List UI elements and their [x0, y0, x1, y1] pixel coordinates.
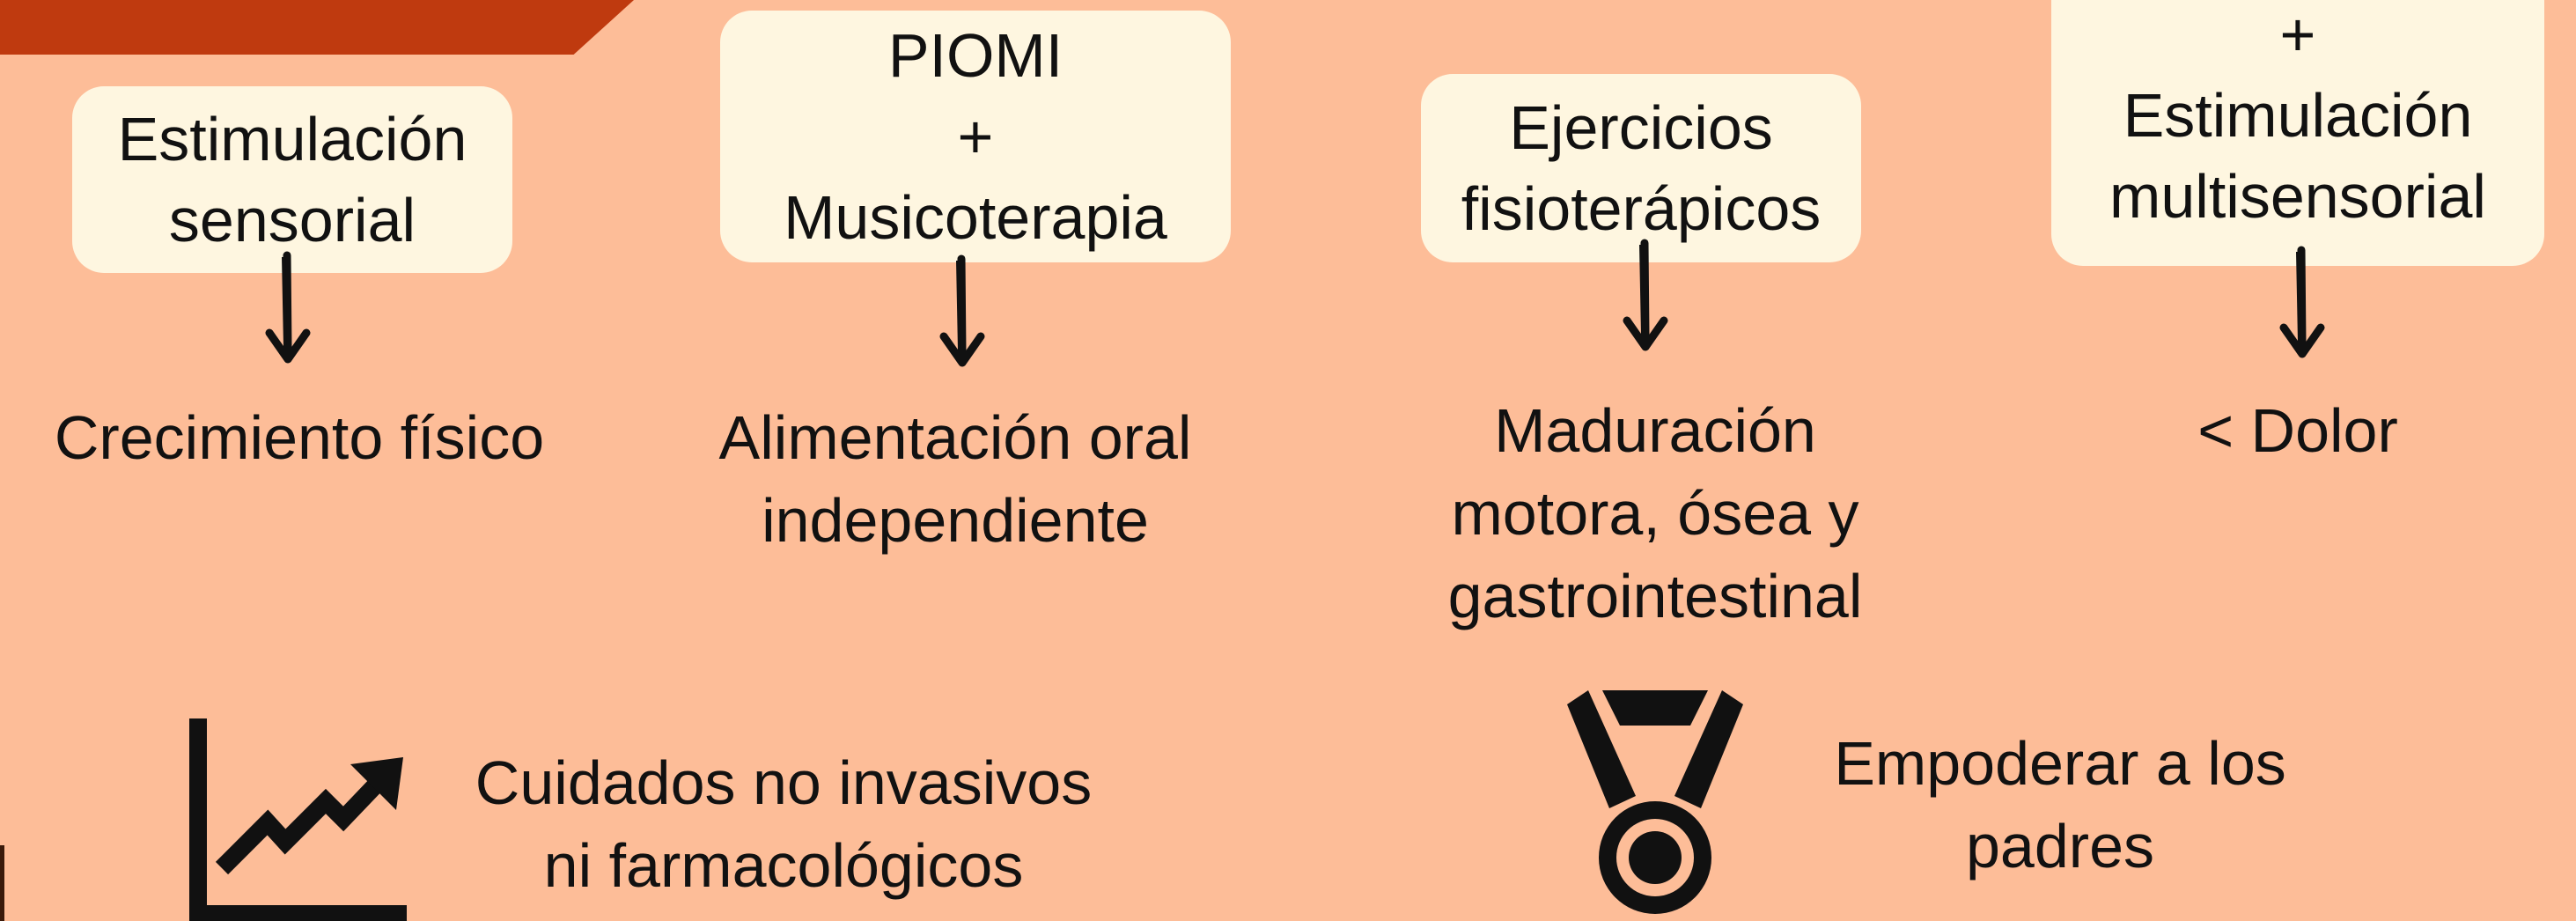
- benefit-line: padres: [1965, 812, 2155, 880]
- benefit-line: ni farmacológicos: [543, 831, 1024, 900]
- arrow-down-icon: [265, 251, 311, 364]
- benefit-text-left: Cuidados no invasivos ni farmacológicos: [431, 741, 1136, 907]
- intervention-box-physio: Ejercicios fisioterápicos: [1421, 74, 1861, 262]
- benefit-line: Cuidados no invasivos: [475, 748, 1093, 817]
- outcome-line: Alimentación oral: [718, 403, 1192, 472]
- outcome-line: Maduración: [1494, 396, 1816, 465]
- outcome-text: Alimentación oral independiente: [669, 396, 1241, 562]
- intervention-line: sensorial: [168, 186, 416, 254]
- edge-divider: [0, 845, 4, 921]
- trend-chart-icon: [189, 718, 407, 921]
- intervention-line: Estimulación: [117, 105, 467, 173]
- outcome-text: < Dolor: [2025, 389, 2571, 472]
- intervention-line: fisioterápicos: [1461, 174, 1822, 243]
- outcome-line: < Dolor: [2197, 396, 2398, 465]
- intervention-box-piomi: PIOMI + Musicoterapia: [720, 11, 1231, 262]
- arrow-down-icon: [939, 254, 985, 367]
- outcome-line: independiente: [762, 486, 1149, 555]
- corner-accent-band: [0, 0, 634, 55]
- outcome-text: Maduración motora, ósea y gastrointestin…: [1373, 389, 1937, 637]
- intervention-line: +: [957, 102, 994, 171]
- intervention-line: PIOMI: [887, 21, 1064, 90]
- outcome-line: motora, ósea y: [1451, 479, 1859, 548]
- arrow-down-icon: [1623, 239, 1668, 351]
- intervention-box-multisensory: + Estimulación multisensorial: [2051, 0, 2544, 266]
- benefit-line: Empoderar a los: [1834, 729, 2286, 798]
- medal-icon: [1567, 690, 1743, 914]
- intervention-line: +: [2279, 0, 2316, 69]
- outcome-line: Crecimiento físico: [54, 403, 545, 472]
- intervention-line: Ejercicios: [1509, 93, 1773, 162]
- intervention-line: multisensorial: [2109, 162, 2486, 231]
- benefit-text-right: Empoderar a los padres: [1778, 722, 2342, 888]
- intervention-line: Musicoterapia: [784, 183, 1167, 252]
- outcome-text: Crecimiento físico: [0, 396, 599, 479]
- arrow-down-icon: [2279, 246, 2325, 358]
- intervention-box-sensory: Estimulación sensorial: [72, 86, 512, 273]
- outcome-line: gastrointestinal: [1447, 562, 1863, 630]
- intervention-line: Estimulación: [2123, 81, 2473, 150]
